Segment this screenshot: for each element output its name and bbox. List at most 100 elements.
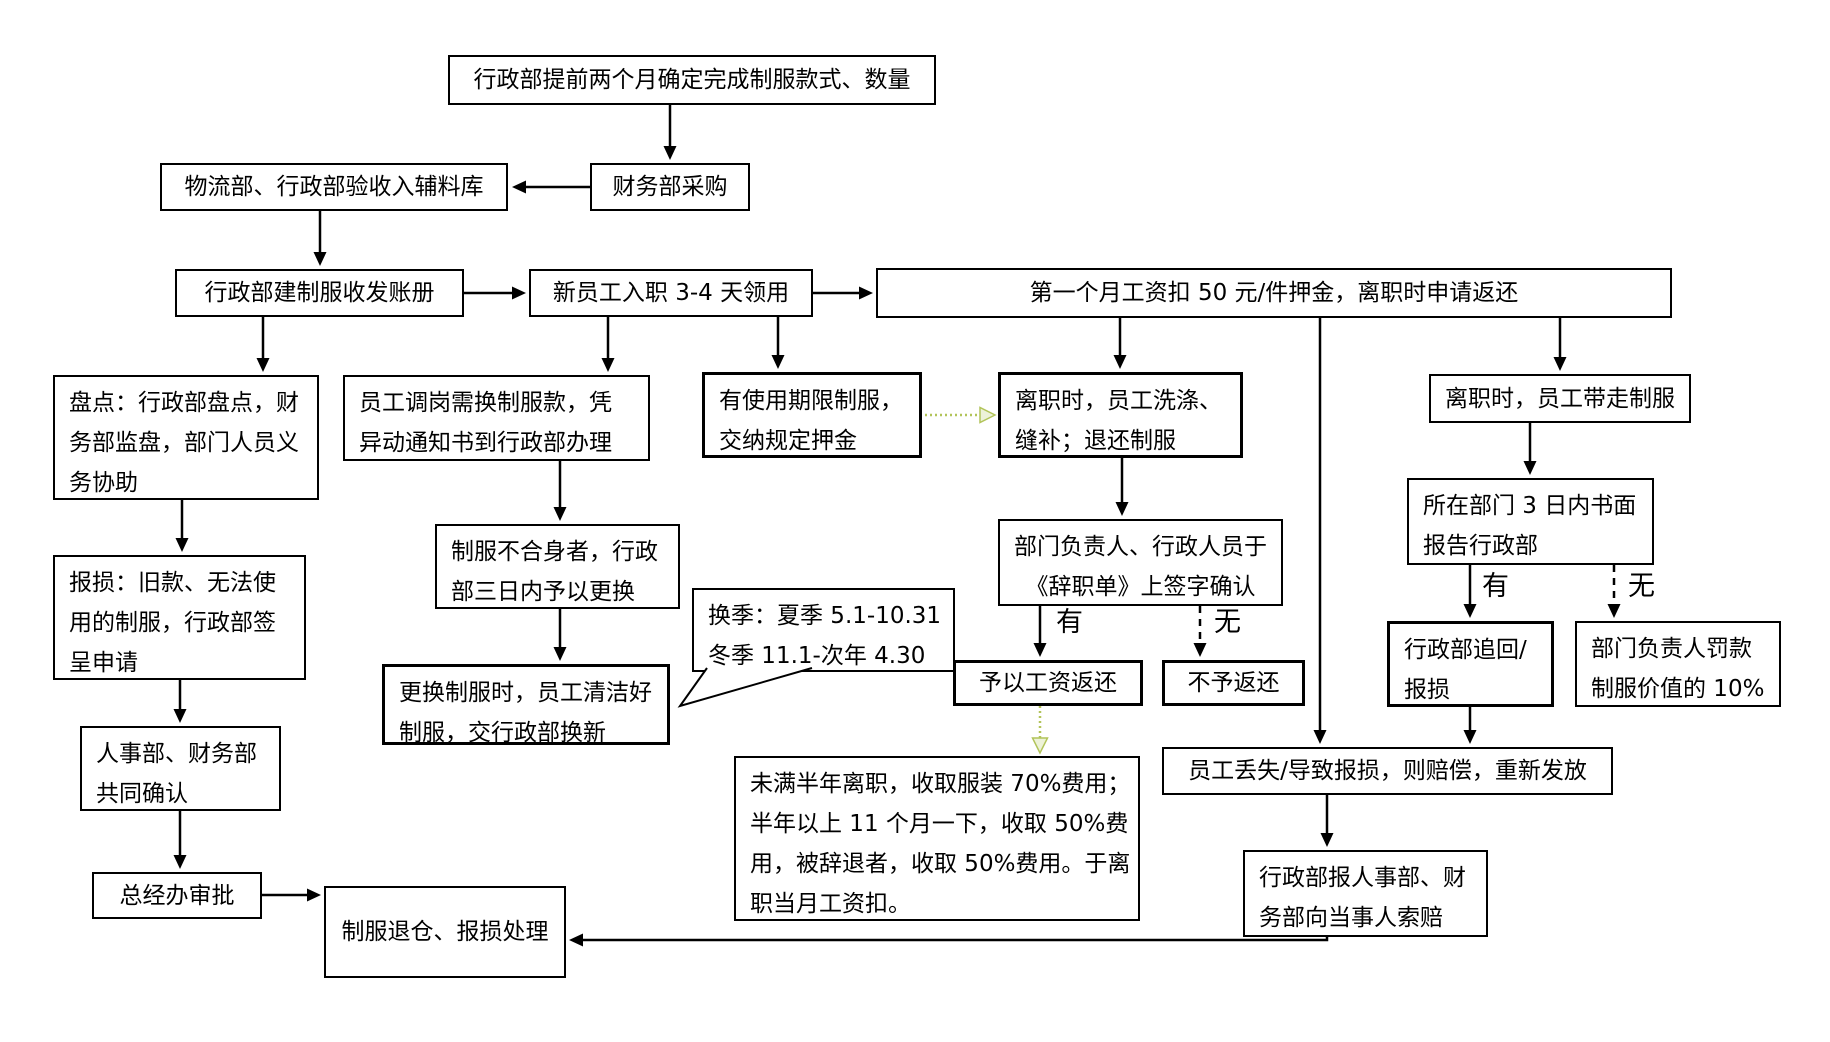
flow-edge-report3days-no-to-managerfine — [1607, 565, 1621, 618]
flow-node-no-return: 不予返还 — [1162, 660, 1305, 706]
flow-node-limited-term-line: 有使用期限制服， — [719, 388, 903, 414]
label-no-signconfirm: 无 — [1212, 607, 1243, 638]
flow-node-fee-rules-line: 职当月工资扣。 — [750, 891, 911, 917]
flow-node-uniform-return-text: 制服退仓、报损处理 — [341, 919, 549, 945]
flow-node-manager-fine-line: 制服价值的 10% — [1591, 676, 1765, 702]
flow-node-claim-line: 行政部报人事部、财 — [1259, 865, 1466, 891]
flow-node-deposit-text: 第一个月工资扣 50 元/件押金，离职时申请返还 — [1029, 280, 1519, 306]
flow-node-fee-rules: 未满半年离职，收取服装 70%费用；半年以上 11 个月一下，收取 50%费用，… — [734, 756, 1140, 921]
callout-tail — [677, 667, 813, 708]
flow-node-hr-finance-confirm-line: 共同确认 — [96, 781, 188, 807]
flow-edge-resignwash-to-signconfirm — [1115, 458, 1129, 516]
flow-node-warehouse-accept: 物流部、行政部验收入辅料库 — [160, 163, 508, 211]
flow-node-damage-report: 报损：旧款、无法使用的制服，行政部签呈申请 — [53, 555, 306, 680]
flow-node-transfer-line: 员工调岗需换制服款，凭 — [359, 390, 612, 416]
flow-node-sign-confirm-line: 《辞职单》上签字确认 — [1025, 574, 1256, 600]
flow-node-damage-report-line: 报损：旧款、无法使 — [69, 570, 276, 596]
flow-node-resign-wash: 离职时，员工洗涤、缝补；退还制服 — [998, 372, 1243, 458]
flow-edge-newemployee-to-deposit — [813, 286, 873, 300]
label-no-report3days: 无 — [1626, 571, 1657, 602]
flow-node-ill-fitting-line: 部三日内予以更换 — [451, 579, 635, 605]
flow-node-manager-fine-line: 部门负责人罚款 — [1591, 636, 1752, 662]
flow-edge-lostcompensate-to-claim — [1320, 795, 1334, 847]
flow-node-finance-purchase-text: 财务部采购 — [612, 174, 728, 200]
flow-edge-deposit-to-resignwash — [1113, 318, 1127, 369]
flow-edge-signconfirm-yes-to-wagereturn — [1033, 606, 1047, 657]
flow-node-stocktake: 盘点：行政部盘点，财务部监盘，部门人员义务协助 — [53, 375, 319, 500]
flow-node-report-3days-line: 报告行政部 — [1423, 533, 1538, 559]
flow-node-clean-exchange: 更换制服时，员工清洁好制服，交行政部换新 — [382, 664, 670, 746]
flow-edge-gmapprove-to-uniformreturn — [262, 888, 321, 902]
flow-edge-deposit-to-resigntake — [1553, 318, 1567, 371]
flow-edge-newemployee-to-transfer — [601, 317, 615, 372]
flow-node-transfer: 员工调岗需换制服款，凭异动通知书到行政部办理 — [343, 375, 650, 461]
flow-node-season-callout-line: 换季：夏季 5.1-10.31 — [708, 603, 942, 629]
flow-edge-stocktake-to-damagereport — [175, 500, 189, 552]
flow-edge-adminrecover-to-lostcompensate — [1463, 707, 1477, 744]
flow-node-season-callout-line: 冬季 11.1-次年 4.30 — [708, 643, 926, 669]
flow-node-determine-style-text: 行政部提前两个月确定完成制服款式、数量 — [473, 67, 911, 93]
flow-node-fee-rules-line: 半年以上 11 个月一下，收取 50%费 — [750, 811, 1129, 837]
flow-node-hr-finance-confirm: 人事部、财务部共同确认 — [80, 726, 281, 811]
flow-node-deposit: 第一个月工资扣 50 元/件押金，离职时申请返还 — [876, 268, 1672, 318]
flow-node-warehouse-accept-text: 物流部、行政部验收入辅料库 — [184, 174, 484, 200]
flow-node-sign-confirm-line: 部门负责人、行政人员于 — [1014, 534, 1267, 560]
flow-edge-hrconfirm-to-gmapprove — [173, 811, 187, 869]
flow-node-gm-approve: 总经办审批 — [92, 872, 262, 919]
flow-node-new-employee: 新员工入职 3-4 天领用 — [529, 269, 813, 317]
flow-edge-report3days-yes-to-adminrecover — [1463, 565, 1477, 618]
flow-edge-illfitting-to-cleanexchange — [553, 609, 567, 661]
flow-edge-claim-to-uniformreturn — [569, 933, 1329, 947]
flow-node-new-employee-text: 新员工入职 3-4 天领用 — [552, 280, 790, 306]
flow-node-uniform-return: 制服退仓、报损处理 — [324, 886, 566, 978]
flow-node-lost-compensate-text: 员工丢失/导致报损，则赔偿，重新发放 — [1188, 758, 1587, 784]
flow-node-admin-recover: 行政部追回/报损 — [1387, 621, 1554, 707]
label-yes-report3days: 有 — [1480, 571, 1511, 602]
flow-node-sign-confirm: 部门负责人、行政人员于《辞职单》上签字确认 — [998, 519, 1283, 606]
flow-edge-ledger-to-stocktake — [256, 317, 270, 372]
flow-edge-warehouse-to-ledger — [313, 211, 327, 266]
flow-node-admin-recover-line: 报损 — [1404, 677, 1450, 703]
flow-node-ledger-text: 行政部建制服收发账册 — [204, 280, 435, 306]
flow-node-stocktake-line: 务协助 — [69, 470, 138, 496]
flow-node-manager-fine: 部门负责人罚款制服价值的 10% — [1575, 621, 1781, 707]
flow-edge-ledger-to-newemployee — [464, 286, 526, 300]
flow-node-clean-exchange-line: 更换制服时，员工清洁好 — [399, 680, 652, 706]
flow-node-lost-compensate: 员工丢失/导致报损，则赔偿，重新发放 — [1162, 747, 1613, 795]
flow-node-finance-purchase: 财务部采购 — [590, 163, 750, 211]
flow-edge-deposit-to-lostcompensate — [1313, 318, 1327, 744]
flow-node-damage-report-line: 用的制服，行政部签 — [69, 610, 276, 636]
flow-node-hr-finance-confirm-line: 人事部、财务部 — [96, 741, 257, 767]
flow-node-gm-approve-text: 总经办审批 — [119, 882, 235, 909]
flow-edge-transfer-to-illfitting — [553, 461, 567, 521]
flow-edge-damagereport-to-hrconfirm — [173, 680, 187, 723]
flow-node-wage-return: 予以工资返还 — [953, 660, 1143, 706]
flow-node-ledger: 行政部建制服收发账册 — [175, 269, 464, 317]
flow-edge-signconfirm-no-to-noreturn — [1193, 606, 1207, 657]
flow-node-stocktake-line: 务部监盘，部门人员义 — [69, 430, 299, 456]
flow-node-resign-take: 离职时，员工带走制服 — [1429, 374, 1691, 423]
flow-edge-wagereturn-to-feerules-green — [1031, 706, 1049, 755]
flow-node-resign-wash-line: 离职时，员工洗涤、 — [1015, 388, 1222, 414]
flow-edge-limitedterm-to-resignwash-green — [925, 406, 997, 424]
flow-node-no-return-text: 不予返还 — [1187, 670, 1280, 696]
label-yes-signconfirm: 有 — [1054, 607, 1085, 638]
flow-node-clean-exchange-line: 制服，交行政部换新 — [399, 720, 606, 746]
flow-node-stocktake-line: 盘点：行政部盘点，财 — [69, 390, 299, 416]
flow-edge-purchase-to-warehouse — [512, 180, 590, 194]
flow-edge-newemployee-to-limitedterm — [771, 317, 785, 369]
flow-node-report-3days-line: 所在部门 3 日内书面 — [1423, 493, 1637, 519]
flow-node-resign-wash-line: 缝补；退还制服 — [1015, 428, 1176, 454]
flow-node-season-callout: 换季：夏季 5.1-10.31 冬季 11.1-次年 4.30 — [677, 588, 955, 708]
flow-edge-determine-to-purchase — [663, 105, 677, 160]
flow-node-damage-report-line: 呈申请 — [69, 650, 138, 676]
flow-node-transfer-line: 异动通知书到行政部办理 — [359, 430, 612, 456]
flow-node-ill-fitting: 制服不合身者，行政部三日内予以更换 — [435, 524, 680, 609]
flow-node-fee-rules-line: 用，被辞退者，收取 50%费用。于离 — [750, 851, 1131, 877]
flow-node-determine-style: 行政部提前两个月确定完成制服款式、数量 — [448, 55, 936, 105]
flow-node-wage-return-text: 予以工资返还 — [979, 670, 1117, 696]
flow-edge-resigntake-to-report3days — [1523, 423, 1537, 475]
flow-node-admin-recover-line: 行政部追回/ — [1404, 637, 1527, 663]
